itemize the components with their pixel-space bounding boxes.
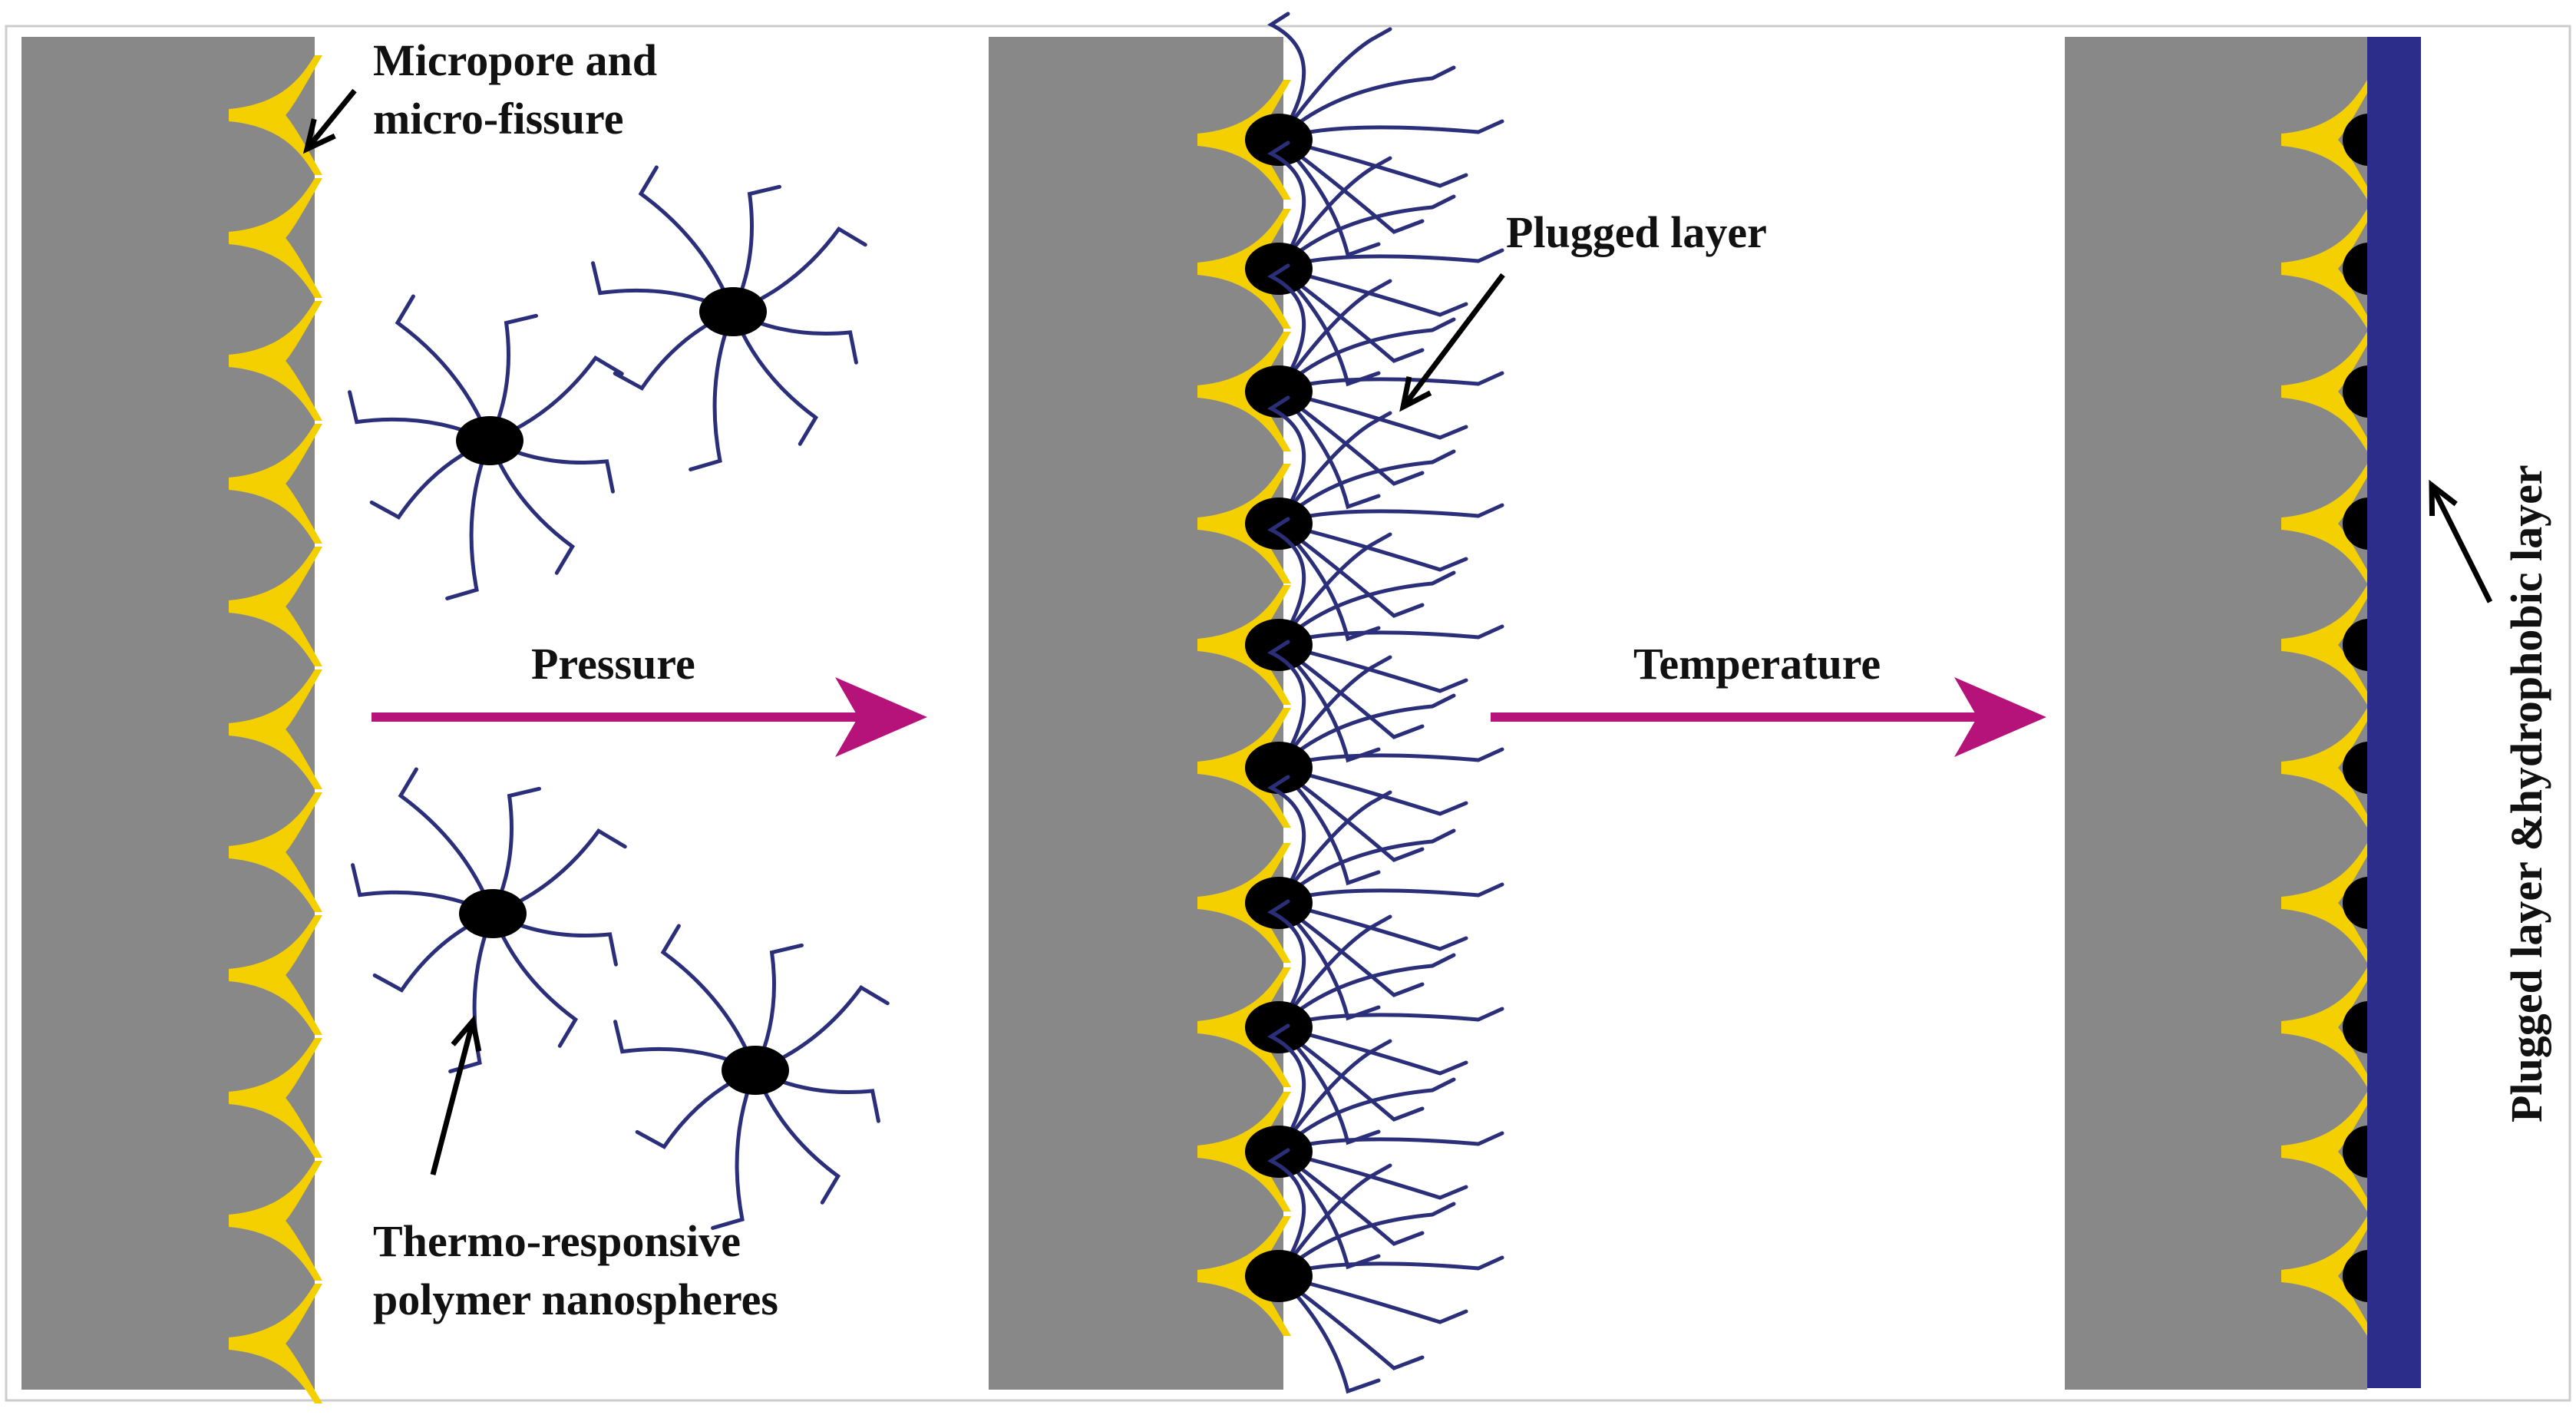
nanosphere-core xyxy=(1245,243,1313,295)
fissure-panel2-1 xyxy=(1197,209,1291,329)
label-plugged-hydrophobic: Plugged layer &hydrophobic layer xyxy=(2502,465,2551,1122)
nanosphere-core xyxy=(1245,114,1313,166)
label-nanosphere-line1: Thermo-responsive xyxy=(373,1216,741,1266)
fissure-panel3-0 xyxy=(2281,80,2375,200)
plugged-nanosphere-5 xyxy=(1245,640,1504,886)
fissure-panel1-9 xyxy=(229,1161,322,1281)
fissure-panel1-1 xyxy=(229,178,322,298)
fissure-panel1-10 xyxy=(229,1284,322,1403)
nanosphere-core xyxy=(1245,619,1313,671)
fissure-panel3-4 xyxy=(2281,585,2375,705)
arrow-head xyxy=(1954,677,2046,757)
plugged-nanosphere-7 xyxy=(1245,899,1504,1146)
fissure-panel1-3 xyxy=(229,424,322,544)
free-nanosphere-2 xyxy=(591,165,867,471)
plugged-nanosphere-8 xyxy=(1245,1023,1504,1270)
fissure-panel3-1 xyxy=(2281,209,2375,329)
nanosphere-core xyxy=(1245,1126,1313,1178)
fissure-panel1-0 xyxy=(229,55,322,175)
pointer-shaft xyxy=(2429,484,2493,603)
fissure-panel1-8 xyxy=(229,1038,322,1158)
fissure-panel2-7 xyxy=(1197,967,1291,1087)
fissure-panel2-6 xyxy=(1197,843,1291,963)
fissure-panel2-9 xyxy=(1197,1216,1291,1336)
plugged-nanosphere-4 xyxy=(1245,517,1504,763)
fissure-panel3-6 xyxy=(2281,843,2375,963)
fissure-panel2-5 xyxy=(1197,708,1291,828)
fissure-panel1-7 xyxy=(229,915,322,1035)
nanosphere-core xyxy=(722,1046,789,1095)
pointer-shaft xyxy=(1401,273,1505,409)
fissure-panel3-9 xyxy=(2281,1216,2375,1336)
label-micropore-line2: micro-fissure xyxy=(373,94,624,144)
rock-formation-3 xyxy=(2065,37,2367,1390)
nanosphere-core xyxy=(456,416,523,465)
arrow-head xyxy=(835,677,927,757)
rock-formation-1 xyxy=(21,37,315,1390)
fissure-panel1-5 xyxy=(229,669,322,789)
fissure-panel3-8 xyxy=(2281,1092,2375,1212)
pointer-head xyxy=(302,118,336,154)
fissure-panel1-2 xyxy=(229,301,322,421)
free-nanosphere-4 xyxy=(613,924,890,1230)
label-plugged-layer: Plugged layer xyxy=(1506,207,1767,257)
fissure-panel1-6 xyxy=(229,792,322,912)
hydrophobic-layer xyxy=(2367,37,2421,1388)
free-nanosphere-1 xyxy=(348,294,624,600)
micropore-pointer xyxy=(302,88,357,154)
pointer-shaft xyxy=(430,1020,476,1175)
fissure-panel2-2 xyxy=(1197,332,1291,451)
temperature-arrow xyxy=(1491,677,2046,757)
free-nanosphere-3 xyxy=(351,767,627,1073)
plugged-nanosphere-9 xyxy=(1245,1148,1504,1394)
nanosphere-pointer xyxy=(430,1015,482,1175)
label-micropore-line1: Micropore and xyxy=(373,35,658,85)
pointer-head xyxy=(451,1015,482,1052)
plugged-layer-pointer xyxy=(1399,273,1505,412)
label-nanosphere-line2: polymer nanospheres xyxy=(373,1274,778,1324)
nanosphere-core xyxy=(1245,365,1313,418)
fissure-panel2-8 xyxy=(1197,1092,1291,1212)
hydrophobic-pointer xyxy=(2429,479,2493,603)
pressure-arrow xyxy=(372,677,927,757)
fissure-panel1-4 xyxy=(229,547,322,666)
fissure-panel2-4 xyxy=(1197,585,1291,705)
plugged-nanosphere-1 xyxy=(1245,141,1504,387)
nanosphere-core xyxy=(1245,742,1313,794)
pointer-head xyxy=(2429,479,2458,517)
nanosphere-core xyxy=(699,287,767,336)
nanosphere-core xyxy=(1245,877,1313,929)
nanosphere-core xyxy=(1245,1250,1313,1302)
plugged-nanosphere-6 xyxy=(1245,775,1504,1021)
fissure-panel3-5 xyxy=(2281,708,2375,828)
fissure-panel2-3 xyxy=(1197,464,1291,584)
fissure-panel3-3 xyxy=(2281,464,2375,584)
rock-formation-2 xyxy=(989,37,1283,1390)
fissure-panel3-7 xyxy=(2281,967,2375,1087)
fissure-panel3-2 xyxy=(2281,332,2375,451)
nanosphere-core xyxy=(459,889,527,938)
label-temperature: Temperature xyxy=(1633,639,1881,689)
fissure-panel2-0 xyxy=(1197,80,1291,200)
plugged-nanosphere-2 xyxy=(1245,263,1504,510)
label-pressure: Pressure xyxy=(531,639,695,689)
pointer-shaft xyxy=(305,88,357,151)
pointer-head xyxy=(1399,376,1432,412)
nanosphere-core xyxy=(1245,1001,1313,1053)
plugged-nanosphere-0 xyxy=(1245,12,1504,258)
